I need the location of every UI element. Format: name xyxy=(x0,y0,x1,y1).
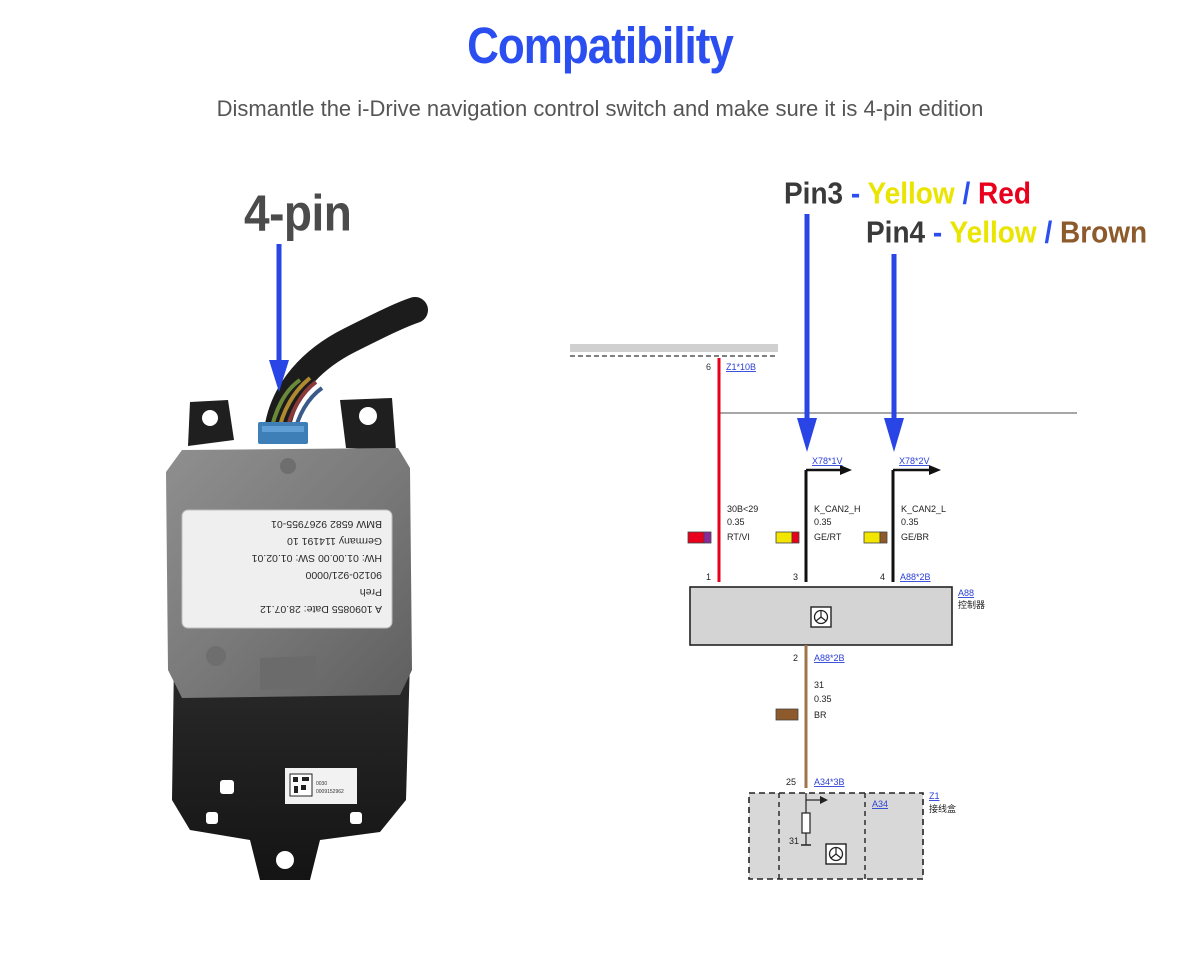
swatch-ge-br xyxy=(863,531,888,544)
pin4-slash: / xyxy=(1036,215,1061,250)
label-line-4: HW: 01.00.00 SW: 01.02.01 xyxy=(251,552,382,564)
wire1-label-1: 30B<29 xyxy=(727,504,758,514)
pin4-legend: Pin4 - Yellow / Brown xyxy=(866,215,1147,250)
wire2-label-1: 31 xyxy=(814,680,824,690)
z1-name: 接线盒 xyxy=(929,803,956,814)
qr-sticker: 0030 0009152962 xyxy=(285,768,357,804)
wire1-label-3: RT/VI xyxy=(727,532,750,542)
wire4-label-2: 0.35 xyxy=(901,517,919,527)
pin4-arrow xyxy=(884,254,904,452)
swatch-ge-rt xyxy=(775,531,800,544)
steering-wheel-icon xyxy=(810,606,832,628)
four-pin-callout: 4-pin xyxy=(244,184,352,242)
label-line-1: A 1090855 Date: 28.07.12 xyxy=(260,603,382,615)
module-name: 控制器 xyxy=(958,599,985,610)
qr-text-1: 0030 xyxy=(316,781,327,787)
bottom-pin-number: 25 xyxy=(786,777,796,787)
pin3-name: Pin3 xyxy=(784,176,844,211)
mount-hole xyxy=(276,851,294,869)
pin3-slash: / xyxy=(954,176,979,211)
label-line-2: Preh xyxy=(360,586,382,598)
wire4-label-3: GE/BR xyxy=(901,532,930,542)
four-pin-connector xyxy=(258,422,308,444)
a34-label: A34 xyxy=(872,799,888,809)
label-line-5: Germany 114191 10 xyxy=(287,535,382,547)
pin2-number: 2 xyxy=(793,653,798,663)
connector-x78-1v: X78*1V xyxy=(812,456,843,466)
four-pin-arrow xyxy=(269,244,289,392)
wiring-schematic: 6 Z1*10B X78*1V X78*2V 30B<29 0.35 RT/VI… xyxy=(570,344,1077,880)
pin3-arrow xyxy=(797,214,817,452)
wire3-label-3: GE/RT xyxy=(814,532,842,542)
a88-connector-bottom: A88*2B xyxy=(814,653,845,663)
swatch-br xyxy=(775,708,799,721)
pin4-color2: Brown xyxy=(1060,215,1148,250)
pin3-color1: Yellow xyxy=(867,176,955,211)
a34-connector: A34*3B xyxy=(814,777,845,787)
pin4-name: Pin4 xyxy=(866,215,926,250)
top-connector: Z1*10B xyxy=(726,362,756,372)
pin4-number: 4 xyxy=(880,572,885,582)
label-line-3: 90120-921/0000 xyxy=(305,569,382,581)
pin4-color1: Yellow xyxy=(949,215,1037,250)
top-pin-number: 6 xyxy=(706,362,711,372)
z1-label: Z1 xyxy=(929,791,940,801)
label-line-6: BMW 6582 9267955-01 xyxy=(271,518,382,530)
pin3-color2: Red xyxy=(978,176,1031,211)
connector-x78-2v: X78*2V xyxy=(899,456,930,466)
pin4-separator: - xyxy=(925,215,950,250)
a88-connector-top: A88*2B xyxy=(900,572,931,582)
z1-junction-box xyxy=(748,792,924,880)
pin3-number: 3 xyxy=(793,572,798,582)
ground-pin-number: 31 xyxy=(789,836,799,846)
wire1-label-2: 0.35 xyxy=(727,517,745,527)
wire2-label-2: 0.35 xyxy=(814,694,832,704)
pin1-number: 1 xyxy=(706,572,711,582)
qr-text-2: 0009152962 xyxy=(316,789,344,795)
module-id: A88 xyxy=(958,588,974,598)
pin3-separator: - xyxy=(843,176,868,211)
wire3-label-1: K_CAN2_H xyxy=(814,504,861,514)
steering-wheel-icon-2 xyxy=(825,843,847,865)
control-module-photo: 0030 0009152962 A 1090855 Date: 28.07.12… xyxy=(110,297,480,900)
page-subtitle: Dismantle the i-Drive navigation control… xyxy=(216,96,984,121)
page-title: Compatibility xyxy=(467,18,734,75)
product-label: A 1090855 Date: 28.07.12 Preh 90120-921/… xyxy=(181,509,393,629)
wire4-label-1: K_CAN2_L xyxy=(901,504,946,514)
wire2-label-3: BR xyxy=(814,710,827,720)
resistor-symbol xyxy=(801,793,828,846)
swatch-rt-vi xyxy=(687,531,712,544)
pin3-legend: Pin3 - Yellow / Red xyxy=(784,176,1031,211)
wire3-label-2: 0.35 xyxy=(814,517,832,527)
